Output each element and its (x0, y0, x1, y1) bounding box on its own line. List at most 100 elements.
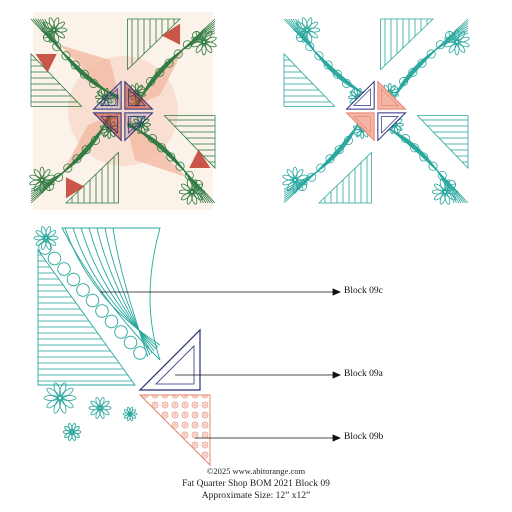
callout-label-09a: Block 09a (344, 369, 383, 379)
flower-motif (122, 406, 138, 422)
fan-arc (96, 227, 153, 354)
bead-circle (61, 51, 71, 61)
center-triangle (124, 112, 154, 142)
bead-circle (47, 251, 62, 266)
bead-circle (123, 335, 138, 350)
center-triangle-inner (381, 116, 399, 134)
center-triangle (345, 112, 375, 142)
callout-label-09c: Block 09c (344, 286, 383, 296)
block-quadrant (283, 17, 375, 110)
hatched-strip (416, 115, 469, 170)
bead-circle (332, 69, 342, 79)
flower-motif (40, 17, 68, 43)
callout-arrows (100, 288, 342, 442)
corner-triangle (189, 149, 211, 169)
hatched-strip (380, 18, 435, 71)
bead-circle (146, 77, 156, 87)
hatched-strip (163, 115, 216, 170)
fan-arc (112, 227, 149, 358)
center-triangle (124, 80, 154, 110)
bead-circle (57, 262, 71, 276)
center-triangle (92, 112, 122, 142)
flower-motif (62, 423, 82, 441)
flower-motif (29, 166, 55, 194)
bead-circle (63, 163, 73, 173)
hatched-strip (37, 248, 136, 386)
corner-triangle (65, 177, 85, 199)
bead-circle (334, 145, 344, 155)
bead-circle (164, 58, 174, 68)
block-quadrant (124, 112, 216, 205)
footer-size: Approximate Size: 12” x12” (201, 491, 311, 501)
center-triangle-inner (128, 116, 146, 134)
flower-motif (95, 88, 115, 107)
block-quadrant (29, 112, 122, 204)
block-background (286, 12, 466, 210)
triangle-09b (138, 394, 211, 467)
bead-circle (72, 154, 82, 164)
corner-triangle (161, 23, 181, 45)
bead-circle (104, 314, 119, 329)
bead-circle (95, 304, 109, 318)
block-component-breakdown (33, 226, 211, 467)
bead-circle (89, 78, 99, 88)
fan-arc (104, 227, 151, 356)
block-quadrant (124, 18, 217, 110)
center-triangle (377, 112, 407, 142)
bead-circle (323, 60, 333, 70)
bead-circle (38, 241, 52, 255)
fan-arc (88, 227, 155, 352)
bead-circle (155, 67, 165, 77)
flower-motif (43, 382, 77, 414)
flower-motif (444, 28, 470, 56)
bead-circle (157, 143, 167, 153)
bead-circle (90, 135, 100, 145)
block-quadrant (30, 17, 122, 110)
bead-circle (325, 154, 335, 164)
bead-circle (400, 134, 410, 144)
fan-outline (61, 227, 161, 361)
hatched-strip (317, 151, 372, 204)
block-quadrant (377, 18, 470, 110)
center-triangle-inner (381, 88, 399, 106)
bead-circle (66, 272, 81, 287)
block-quadrant (282, 112, 375, 204)
callout-label-09b: Block 09b (344, 432, 384, 442)
footer-title: Fat Quarter Shop BOM 2021 Block 09 (182, 479, 330, 489)
triangle-09a-inner (155, 345, 195, 385)
bead-circle (417, 58, 427, 68)
bead-circle (81, 145, 91, 155)
bead-circle (314, 51, 324, 61)
center-triangle-inner (128, 88, 146, 106)
hatched-strip (30, 52, 83, 107)
center-triangle (92, 80, 122, 110)
bead-circle (85, 293, 100, 308)
teal-block-preview (282, 12, 470, 210)
flower-motif (88, 397, 112, 419)
bead-circle (316, 163, 326, 173)
bead-circle (133, 346, 147, 360)
bead-circle (410, 143, 420, 153)
corner-triangle (35, 53, 57, 73)
block-quadrant (377, 112, 469, 205)
flower-motif (431, 179, 459, 205)
bead-circle (408, 67, 418, 77)
bead-circle (70, 60, 80, 70)
bead-circle (147, 134, 157, 144)
flower-motif (191, 28, 217, 56)
bead-circle (426, 49, 436, 59)
footer-copyright: ©2025 www.abitorange.com (206, 466, 306, 476)
bead-circle (79, 69, 89, 79)
bead-circle (114, 325, 128, 339)
center-triangle-inner (100, 88, 118, 106)
bead-circle (342, 78, 352, 88)
center-triangle (345, 80, 375, 110)
center-triangle-inner (353, 116, 371, 134)
center-triangle-inner (100, 116, 118, 134)
center-triangle (377, 80, 407, 110)
bead-circle (175, 161, 185, 171)
flower-motif (293, 17, 321, 43)
bead-circle (343, 135, 353, 145)
flower-motif (282, 166, 308, 194)
